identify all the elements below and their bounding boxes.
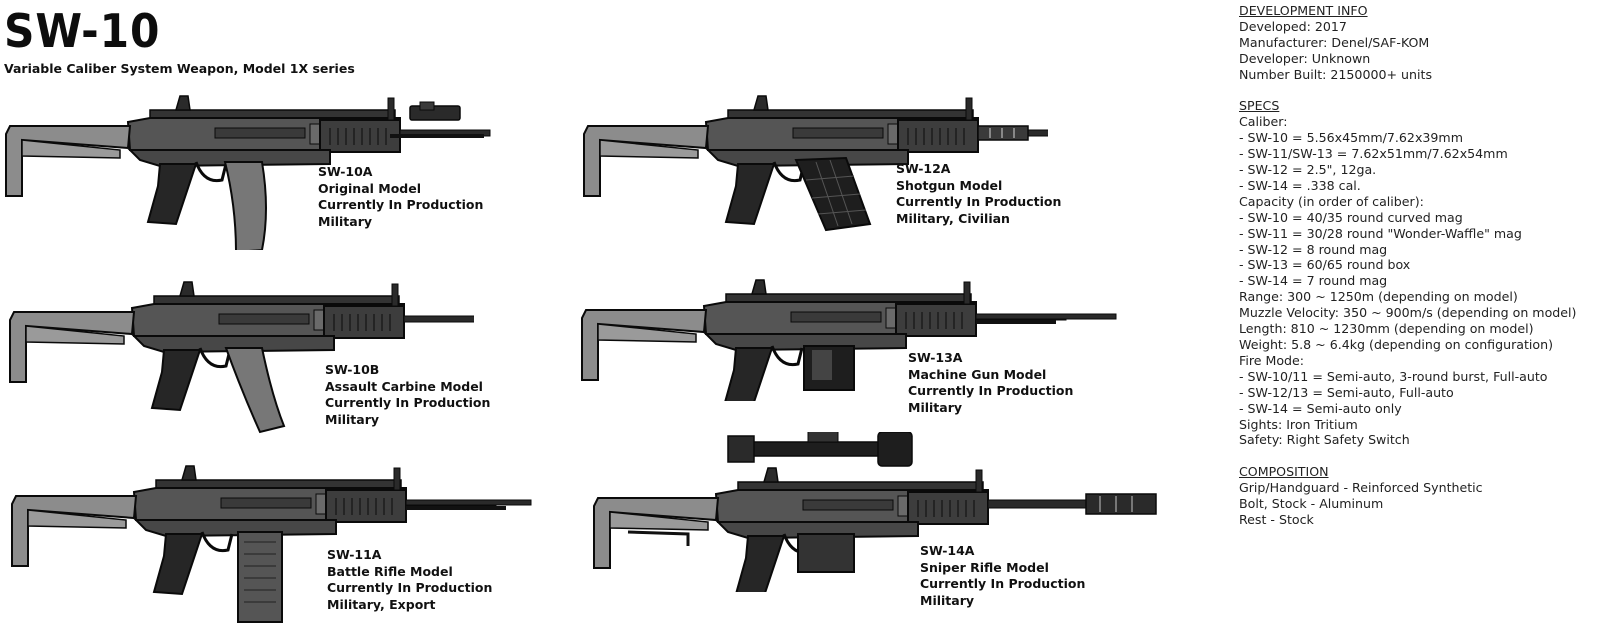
spec-line: Capacity (in order of caliber):: [1239, 193, 1424, 209]
info-panel: DEVELOPMENT INFO Developed: 2017 Manufac…: [1239, 3, 1599, 528]
model-status: Currently In Production: [908, 383, 1074, 398]
model-users: Military: [325, 411, 380, 427]
model-name: SW-10A: [318, 164, 373, 179]
page-subtitle: Variable Caliber System Weapon, Model 1X…: [4, 61, 355, 76]
spec-line: - SW-10 = 40/35 round curved mag: [1239, 209, 1463, 225]
model-caption-sw-12a: SW-12A Shotgun Model Currently In Produc…: [896, 161, 1061, 227]
model-users: Military, Export: [327, 596, 436, 612]
machine-gun-sw-13a-image: [580, 278, 1117, 401]
spec-line: - SW-12/13 = Semi-auto, Full-auto: [1239, 384, 1454, 400]
comp-line: Rest - Stock: [1239, 511, 1314, 527]
comp-line: Grip/Handguard - Reinforced Synthetic: [1239, 480, 1483, 496]
specs-heading: SPECS: [1239, 98, 1280, 114]
model-role: Shotgun Model: [896, 177, 1003, 193]
spec-line: Safety: Right Safety Switch: [1239, 432, 1410, 448]
spec-line: Fire Mode:: [1239, 352, 1305, 368]
model-status: Currently In Production: [325, 395, 491, 410]
model-role: Sniper Rifle Model: [920, 559, 1049, 575]
model-status: Currently In Production: [896, 194, 1062, 209]
spec-line: - SW-12 = 2.5", 12ga.: [1239, 162, 1377, 178]
dev-line: Manufacturer: Denel/SAF-KOM: [1239, 34, 1430, 50]
spec-line: Sights: Iron Tritium: [1239, 416, 1358, 432]
model-role: Assault Carbine Model: [325, 378, 483, 394]
shotgun-sw-12a-image: [582, 94, 1048, 232]
model-caption-sw-10b: SW-10B Assault Carbine Model Currently I…: [325, 362, 490, 428]
model-name: SW-12A: [896, 161, 951, 176]
spec-line: - SW-13 = 60/65 round box: [1239, 257, 1411, 273]
spec-line: - SW-11 = 30/28 round "Wonder-Waffle" ma…: [1239, 225, 1522, 241]
model-users: Military: [318, 213, 373, 229]
model-role: Original Model: [318, 180, 422, 196]
development-info-heading: DEVELOPMENT INFO: [1239, 3, 1368, 18]
spec-line: - SW-10/11 = Semi-auto, 3-round burst, F…: [1239, 368, 1548, 384]
spec-line: Muzzle Velocity: 350 ~ 900m/s (depending…: [1239, 305, 1577, 321]
model-name: SW-14A: [920, 543, 975, 558]
model-users: Military: [920, 592, 975, 608]
comp-line: Bolt, Stock - Aluminum: [1239, 496, 1384, 512]
model-status: Currently In Production: [327, 580, 493, 595]
model-caption-sw-10a: SW-10A Original Model Currently In Produ…: [318, 164, 483, 230]
model-status: Currently In Production: [318, 197, 484, 212]
model-name: SW-10B: [325, 362, 380, 377]
model-caption-sw-14a: SW-14A Sniper Rifle Model Currently In P…: [920, 543, 1085, 609]
spec-line: Range: 300 ~ 1250m (depending on model): [1239, 289, 1518, 305]
model-role: Machine Gun Model: [908, 366, 1047, 382]
model-role: Battle Rifle Model: [327, 563, 453, 579]
spec-line: - SW-10 = 5.56x45mm/7.62x39mm: [1239, 130, 1463, 146]
dev-line: Number Built: 2150000+ units: [1239, 66, 1433, 82]
dev-line: Developer: Unknown: [1239, 50, 1371, 66]
model-caption-sw-13a: SW-13A Machine Gun Model Currently In Pr…: [908, 350, 1073, 416]
battle-rifle-sw-11a-image: [10, 464, 532, 623]
spec-line: Length: 810 ~ 1230mm (depending on model…: [1239, 321, 1534, 337]
spec-line: - SW-11/SW-13 = 7.62x51mm/7.62x54mm: [1239, 146, 1508, 162]
spec-line: - SW-14 = .338 cal.: [1239, 177, 1361, 193]
spec-line: - SW-14 = Semi-auto only: [1239, 400, 1402, 416]
model-name: SW-13A: [908, 350, 963, 365]
spec-line: Weight: 5.8 ~ 6.4kg (depending on config…: [1239, 337, 1554, 353]
spec-line: Caliber:: [1239, 114, 1288, 130]
spec-line: - SW-12 = 8 round mag: [1239, 241, 1388, 257]
dev-line: Developed: 2017: [1239, 18, 1347, 34]
model-users: Military: [908, 399, 963, 415]
sniper-rifle-sw-14a-image: [592, 432, 1157, 592]
carbine-sw-10b-image: [8, 280, 474, 434]
composition-heading: COMPOSITION: [1239, 464, 1329, 480]
spec-line: - SW-14 = 7 round mag: [1239, 273, 1388, 289]
page-title: SW-10: [4, 4, 161, 58]
model-status: Currently In Production: [920, 576, 1086, 591]
rifle-sw-10a-image: [4, 94, 492, 250]
model-users: Military, Civilian: [896, 210, 1010, 226]
model-caption-sw-11a: SW-11A Battle Rifle Model Currently In P…: [327, 547, 492, 613]
model-name: SW-11A: [327, 547, 382, 562]
